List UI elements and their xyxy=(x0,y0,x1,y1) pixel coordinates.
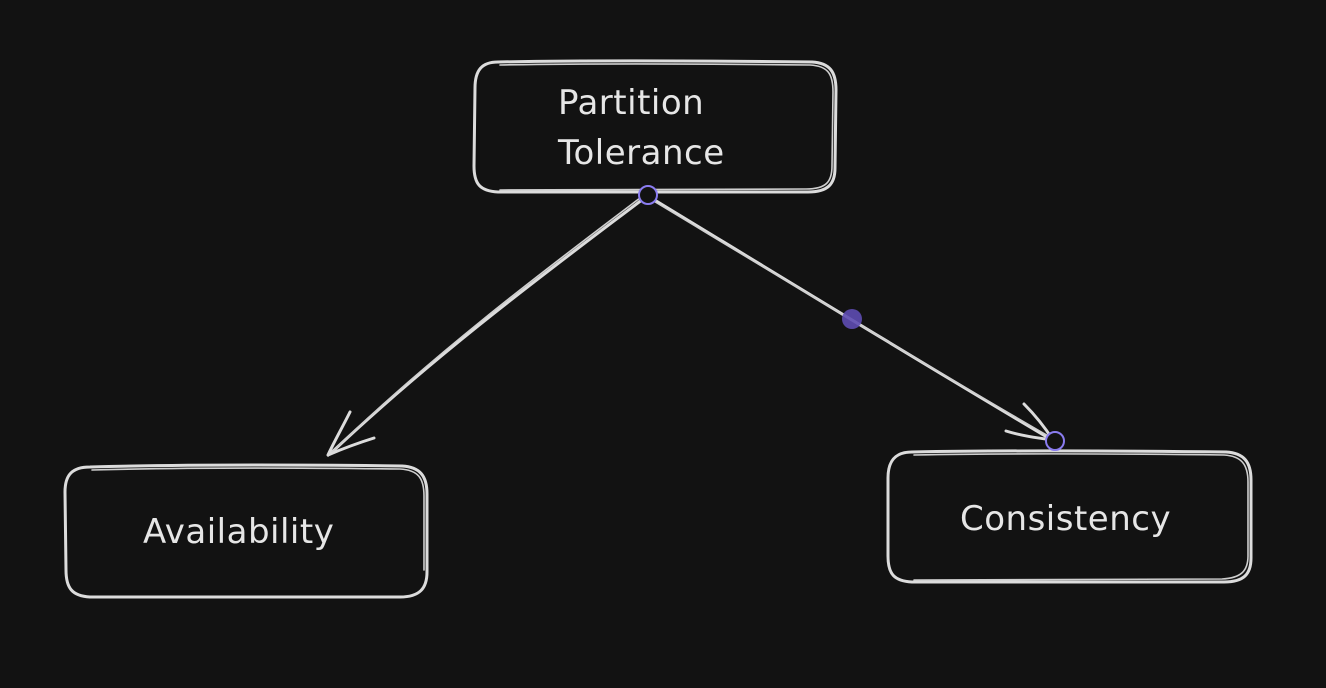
node-availability-border xyxy=(63,463,429,599)
node-consistency-label: Consistency xyxy=(960,499,1171,539)
node-partition-tolerance-label-line2: Tolerance xyxy=(557,133,725,173)
arrow-end-handle[interactable] xyxy=(1045,431,1065,451)
arrow-partition-to-availability-line-sketch xyxy=(327,197,641,457)
node-availability-label: Availability xyxy=(143,512,334,552)
arrow-partition-to-availability[interactable] xyxy=(326,194,649,457)
node-partition-tolerance[interactable]: Partition Tolerance xyxy=(472,59,838,194)
arrow-partition-to-availability-line xyxy=(328,194,649,456)
arrow-start-handle[interactable] xyxy=(638,185,658,205)
node-partition-tolerance-label-line1: Partition xyxy=(558,83,704,123)
node-partition-tolerance-border xyxy=(472,59,838,194)
node-partition-tolerance-border-sketch xyxy=(499,63,834,191)
arrow-partition-to-availability-head xyxy=(326,410,376,457)
node-consistency[interactable]: Consistency xyxy=(886,449,1253,584)
node-consistency-border-sketch xyxy=(913,453,1249,581)
node-availability-border-sketch xyxy=(91,467,425,571)
arrow-midpoint-handle[interactable] xyxy=(842,309,862,329)
node-consistency-border xyxy=(886,449,1253,584)
node-availability[interactable]: Availability xyxy=(63,463,429,599)
